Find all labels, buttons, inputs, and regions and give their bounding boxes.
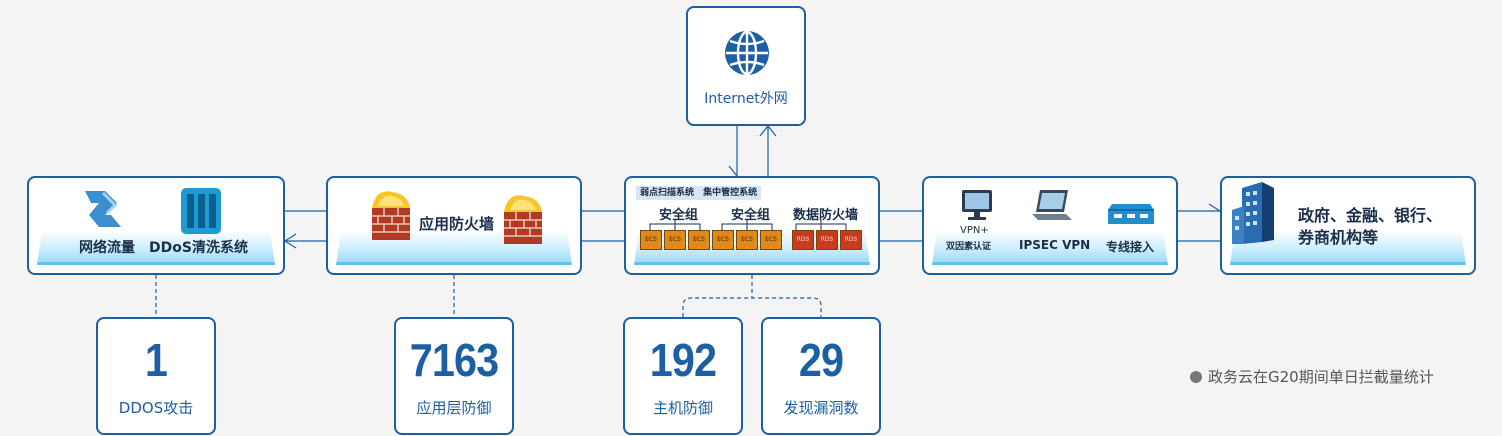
stat-caption: 主机防御 bbox=[652, 399, 713, 417]
footnote: 政务云在G20期间单日拦截量统计 bbox=[1190, 366, 1434, 387]
ecs-chip: ECS bbox=[664, 230, 686, 250]
bullet-dot-icon bbox=[1190, 371, 1202, 383]
waf-label: 应用防火墙 bbox=[419, 215, 495, 233]
security-group-box: 弱点扫描系统 集中管控系统 安全组 安全组 数据防火墙 ECS ECS ECS … bbox=[624, 176, 880, 275]
stat-host-defense: 192 主机防御 bbox=[623, 317, 743, 435]
stat-value: 192 bbox=[649, 334, 717, 386]
globe-icon bbox=[725, 30, 769, 76]
control-system-label: 集中管控系统 bbox=[703, 188, 758, 198]
clients-label-line2: 券商机构等 bbox=[1298, 228, 1379, 247]
group-bracket-lines bbox=[649, 220, 847, 232]
ecs-chip: ECS bbox=[712, 230, 734, 250]
stat-value: 7163 bbox=[409, 334, 499, 386]
server-icon bbox=[181, 188, 221, 234]
laptop-icon bbox=[1032, 190, 1072, 220]
rds-chip: RDS bbox=[792, 230, 814, 250]
building-icon bbox=[1232, 182, 1274, 244]
ipsec-vpn-label: IPSEC VPN bbox=[1019, 238, 1091, 252]
network-access-box: VPN+ 双因素认证 IPSEC VPN 专线接入 bbox=[922, 176, 1178, 275]
stat-value: 1 bbox=[144, 334, 168, 386]
traffic-arrow-icon bbox=[85, 191, 121, 227]
security-stat-bracket bbox=[682, 297, 822, 317]
ecs-chip: ECS bbox=[688, 230, 710, 250]
stat-caption: 发现漏洞数 bbox=[783, 399, 859, 417]
web-application-firewall-box: 应用防火墙 bbox=[326, 176, 582, 275]
stat-caption: DDOS攻击 bbox=[118, 399, 194, 417]
firewall-icon bbox=[372, 191, 410, 240]
switch-icon bbox=[1108, 204, 1154, 224]
stat-app-layer-defense: 7163 应用层防御 bbox=[394, 317, 514, 435]
stat-caption: 应用层防御 bbox=[416, 399, 492, 417]
rds-chip: RDS bbox=[840, 230, 862, 250]
internet-label: Internet外网 bbox=[704, 91, 788, 107]
scan-system-tag: 弱点扫描系统 集中管控系统 bbox=[636, 186, 762, 200]
stat-ddos-attacks: 1 DDOS攻击 bbox=[96, 317, 216, 435]
vpn-sub-label: 双因素认证 bbox=[946, 242, 992, 252]
internet-box: Internet外网 bbox=[686, 6, 806, 126]
internet-down-arrow bbox=[728, 165, 738, 177]
security-group-label-2: 安全组 bbox=[731, 208, 771, 223]
ddos-cleaning-label: DDoS清洗系统 bbox=[149, 240, 248, 256]
clients-box: 政府、金融、银行、 券商机构等 bbox=[1220, 176, 1476, 275]
stat-vulnerabilities-found: 29 发现漏洞数 bbox=[761, 317, 881, 435]
scan-system-label: 弱点扫描系统 bbox=[640, 188, 695, 198]
firewall-icon bbox=[504, 195, 542, 244]
vpn-label: VPN+ bbox=[960, 225, 989, 236]
ddos-waf-arrow bbox=[283, 233, 297, 249]
access-clients-arrow bbox=[1208, 203, 1221, 212]
leased-line-label: 专线接入 bbox=[1106, 240, 1155, 254]
ecs-chip: ECS bbox=[640, 230, 662, 250]
internet-up-arrow bbox=[759, 125, 777, 137]
security-group-label-1: 安全组 bbox=[659, 208, 699, 223]
db-firewall-label: 数据防火墙 bbox=[793, 208, 859, 223]
clients-label-line1: 政府、金融、银行、 bbox=[1298, 206, 1443, 225]
ecs-chip: ECS bbox=[736, 230, 758, 250]
rds-chip: RDS bbox=[816, 230, 838, 250]
platform-base bbox=[1230, 232, 1466, 265]
ecs-chip: ECS bbox=[760, 230, 782, 250]
stat-value: 29 bbox=[798, 334, 844, 386]
footnote-text: 政务云在G20期间单日拦截量统计 bbox=[1208, 368, 1434, 386]
ddos-cleaning-box: 网络流量 DDoS清洗系统 bbox=[27, 176, 285, 275]
platform-base bbox=[932, 232, 1168, 265]
desktop-icon bbox=[962, 190, 992, 220]
platform-base bbox=[37, 232, 275, 265]
network-flow-label: 网络流量 bbox=[79, 240, 135, 256]
